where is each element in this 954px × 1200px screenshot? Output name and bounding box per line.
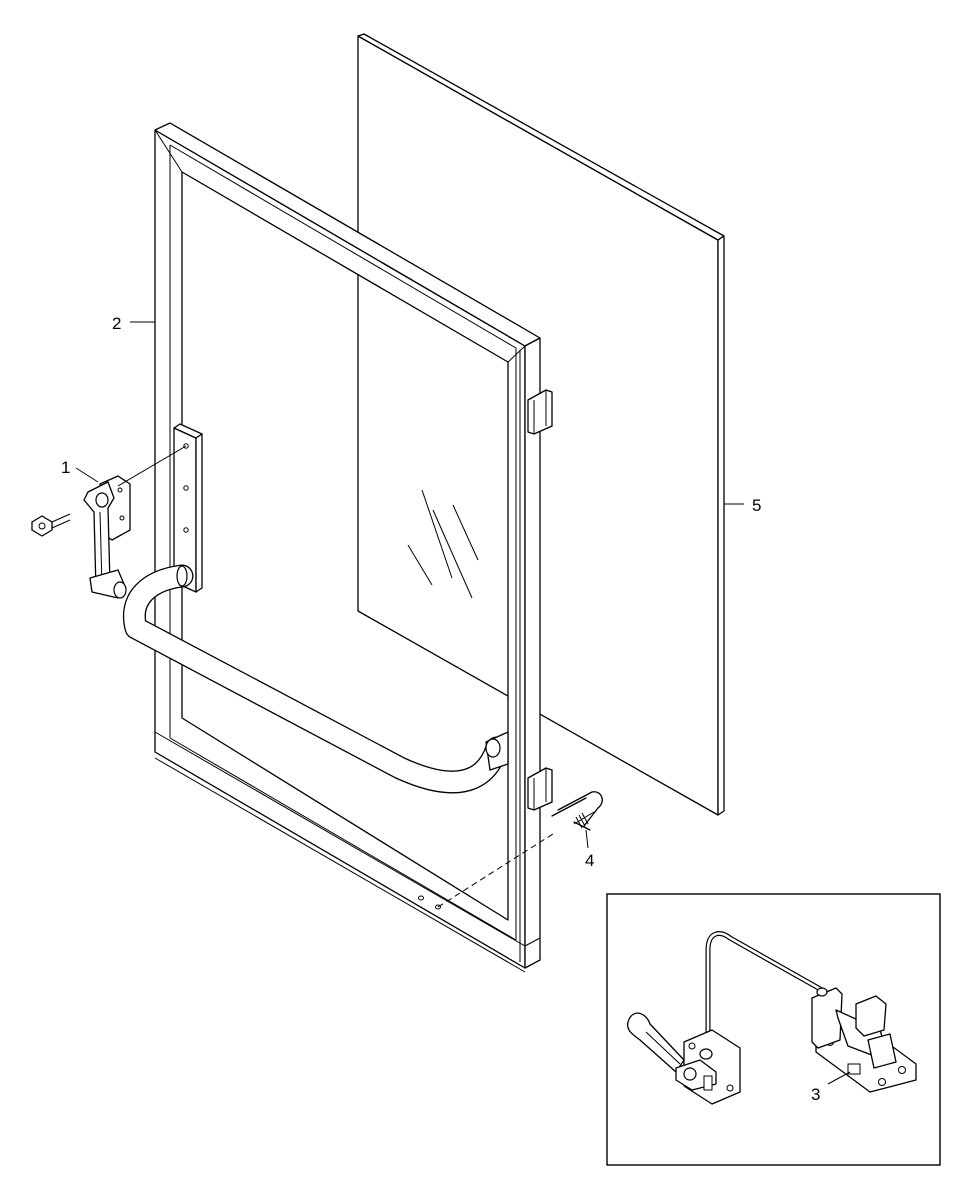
push-bar-handle	[122, 564, 509, 794]
callout-3: 3	[811, 1085, 820, 1104]
u-bolt	[551, 791, 603, 831]
leader-lines	[75, 321, 744, 908]
callout-4: 4	[585, 851, 594, 870]
hinge-lower	[527, 767, 553, 811]
mounting-holes	[418, 895, 441, 910]
latch-assembly	[31, 475, 131, 599]
door-frame	[154, 122, 541, 973]
reflection-lines	[407, 489, 479, 599]
callout-5: 5	[752, 496, 761, 515]
hinge-upper	[527, 389, 553, 435]
callout-1: 1	[61, 458, 70, 477]
handle-plate	[173, 423, 203, 593]
callout-2: 2	[112, 314, 121, 333]
inset-detail	[606, 893, 941, 1166]
